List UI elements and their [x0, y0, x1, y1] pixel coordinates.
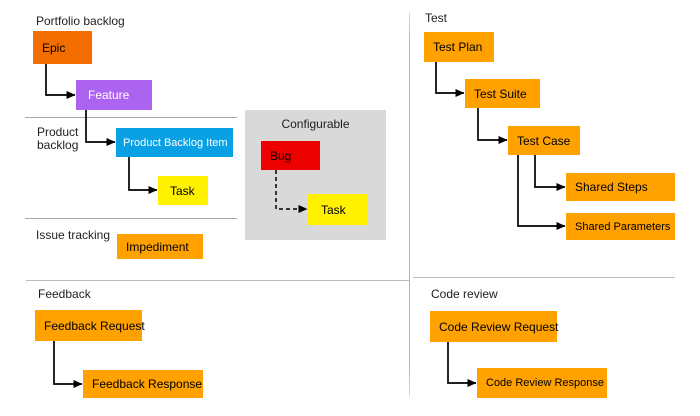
node-test-plan: Test Plan: [424, 32, 494, 62]
divider-left-quadrant: [26, 280, 409, 281]
section-label-portfolio-backlog: Portfolio backlog: [36, 14, 125, 28]
node-code-review-request: Code Review Request: [430, 311, 558, 342]
connector-test-suite-test-case: [477, 108, 508, 144]
section-label-configurable: Configurable: [281, 117, 350, 131]
divider-vertical-center: [409, 12, 410, 397]
node-impediment: Impediment: [117, 234, 203, 259]
divider-product-issue: [25, 218, 237, 219]
connector-code-review-request-response: [447, 342, 477, 387]
section-label-issue-tracking: Issue tracking: [36, 228, 111, 242]
divider-right-quadrant: [413, 277, 675, 278]
node-feedback-response: Feedback Response: [83, 370, 203, 398]
connector-product-backlog-item-task: [128, 157, 158, 194]
connector-test-plan-test-suite: [435, 62, 465, 97]
section-label-code-review: Code review: [431, 287, 498, 301]
node-epic: Epic: [33, 31, 92, 64]
connector-test-case-shared-parameters: [517, 155, 566, 230]
section-label-test: Test: [425, 11, 448, 25]
divider-portfolio-product: [25, 117, 237, 118]
connector-epic-feature: [45, 64, 76, 99]
node-shared-parameters: Shared Parameters: [566, 213, 675, 240]
node-task-backlog: Task: [158, 176, 208, 205]
section-label-feedback: Feedback: [38, 287, 91, 301]
node-feedback-request: Feedback Request: [35, 310, 145, 341]
node-feature: Feature: [76, 80, 152, 110]
section-label-product-backlog: Product backlog: [37, 125, 79, 152]
connector-feedback-request-response: [53, 341, 83, 388]
node-product-backlog-item: Product Backlog Item: [116, 128, 233, 157]
node-task-configurable: Task: [308, 194, 367, 225]
connector-test-case-shared-steps: [534, 155, 566, 191]
node-bug: Bug: [261, 141, 320, 170]
node-shared-steps: Shared Steps: [566, 173, 675, 201]
node-test-suite: Test Suite: [465, 79, 540, 108]
node-test-case: Test Case: [508, 126, 580, 155]
node-code-review-response: Code Review Response: [477, 368, 607, 398]
